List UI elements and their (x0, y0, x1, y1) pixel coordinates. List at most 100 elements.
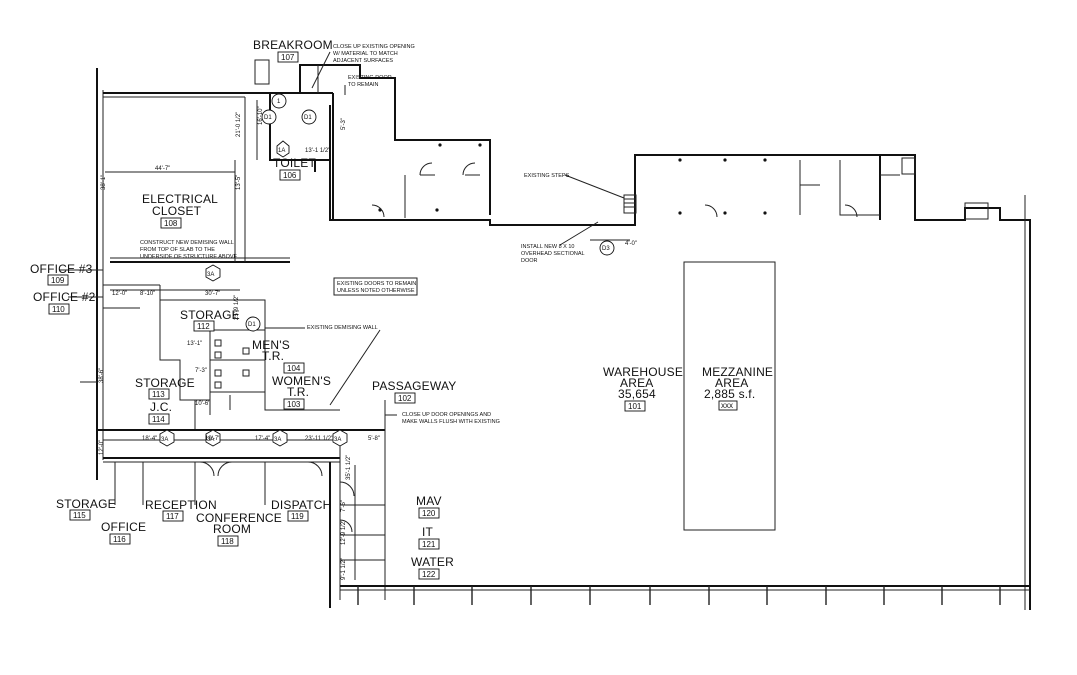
room-jc: J.C. 114 (148, 400, 172, 425)
room-number: 112 (197, 322, 210, 331)
room-area: 35,654 (618, 387, 656, 401)
svg-text:UNDERSIDE OF STRUCTURE ABOVE: UNDERSIDE OF STRUCTURE ABOVE (140, 254, 238, 260)
svg-text:MAKE WALLS FLUSH WITH EXISTING: MAKE WALLS FLUSH WITH EXISTING (402, 419, 500, 425)
svg-text:44'-7": 44'-7" (155, 166, 170, 172)
svg-text:13'-1 1/2": 13'-1 1/2" (305, 148, 330, 154)
svg-text:EXISTING DOORS TO REMAIN: EXISTING DOORS TO REMAIN (337, 281, 416, 287)
room-number: 121 (422, 540, 436, 549)
column-grid (357, 586, 1001, 605)
room-passageway: PASSAGEWAY 102 (372, 379, 456, 404)
room-label: IT (422, 525, 434, 539)
room-number: 110 (52, 305, 65, 314)
room-conference: CONFERENCE ROOM 118 (196, 511, 282, 547)
room-storage-115: STORAGE 115 (56, 497, 116, 521)
door-swings (199, 162, 858, 533)
room-office-3: OFFICE #3 109 (30, 262, 93, 286)
note-new-demising-wall: CONSTRUCT NEW DEMISING WALL FROM TOP OF … (140, 240, 238, 260)
room-label: J.C. (150, 400, 172, 414)
tag-1: 1 (271, 93, 287, 109)
tag-3a-4: 3A (332, 429, 348, 447)
room-number: 108 (164, 219, 178, 228)
note-overhead-door: INSTALL NEW 8 X 10 OVERHEAD SECTIONAL DO… (521, 244, 585, 264)
note-existing-door: EXISTING DOOR TO REMAIN (348, 75, 392, 88)
room-label-2: CLOSET (152, 204, 202, 218)
svg-text:CONSTRUCT NEW DEMISING WALL: CONSTRUCT NEW DEMISING WALL (140, 240, 234, 246)
walls (96, 59, 1031, 610)
column-dots (378, 143, 767, 215)
room-label-2: AREA (620, 376, 653, 390)
room-number: 119 (291, 512, 304, 521)
svg-text:23'-11 1/2": 23'-11 1/2" (305, 436, 333, 442)
room-mav: MAV 120 (416, 494, 442, 519)
room-number: 102 (398, 394, 412, 403)
mezzanine-outline (683, 261, 776, 531)
room-number: 115 (73, 511, 86, 520)
tag-3a-2: 3A (205, 429, 221, 447)
svg-text:9'-1 1/2": 9'-1 1/2" (341, 558, 347, 580)
room-number: 106 (283, 171, 297, 180)
room-mezzanine: MEZZANINE AREA 2,885 s.f. xxx (702, 365, 773, 411)
room-label: ELECTRICAL (142, 192, 218, 206)
svg-text:7'-3": 7'-3" (195, 368, 207, 374)
room-label: BREAKROOM (253, 38, 333, 52)
room-number: 103 (287, 400, 301, 409)
svg-text:1A: 1A (278, 148, 285, 154)
room-number: 101 (628, 402, 642, 411)
svg-text:D1: D1 (248, 322, 256, 328)
svg-text:3A: 3A (161, 437, 168, 443)
room-electrical-closet: ELECTRICAL CLOSET 108 (142, 192, 218, 229)
svg-text:10'-6": 10'-6" (195, 401, 210, 407)
room-warehouse: WAREHOUSE AREA 35,654 101 (603, 365, 683, 412)
svg-text:4'-0": 4'-0" (625, 241, 637, 247)
svg-text:UNLESS NOTED OTHERWISE: UNLESS NOTED OTHERWISE (337, 288, 415, 294)
room-womens-tr: WOMEN'S T.R. 103 (272, 374, 331, 410)
note-doors-to-remain: EXISTING DOORS TO REMAIN UNLESS NOTED OT… (333, 277, 418, 296)
room-number: 122 (422, 570, 436, 579)
svg-text:CLOSE UP EXISTING OPENING: CLOSE UP EXISTING OPENING (333, 44, 415, 50)
svg-text:1: 1 (277, 99, 281, 105)
room-label: MAV (416, 494, 442, 508)
tag-d1-b: D1 (301, 109, 317, 125)
svg-text:D3: D3 (602, 246, 610, 252)
note-close-up-opening: CLOSE UP EXISTING OPENING W/ MATERIAL TO… (333, 44, 415, 64)
room-number: xxx (721, 401, 733, 410)
room-label: WAREHOUSE (603, 365, 683, 379)
room-number: 120 (422, 509, 436, 518)
svg-text:5'-3": 5'-3" (341, 118, 347, 130)
svg-text:EXISTING STEPS: EXISTING STEPS (524, 173, 570, 179)
svg-text:25'-9 1/2": 25'-9 1/2" (234, 295, 240, 320)
svg-text:17'-4": 17'-4" (255, 436, 270, 442)
svg-text:21'-0 1/2": 21'-0 1/2" (236, 112, 242, 137)
room-toilet: TOILET 106 (273, 156, 316, 181)
room-label: WOMEN'S (272, 374, 331, 388)
tag-3a-3: 3A (272, 429, 288, 447)
svg-text:ADJACENT SURFACES: ADJACENT SURFACES (333, 58, 393, 64)
svg-text:FROM TOP OF SLAB TO THE: FROM TOP OF SLAB TO THE (140, 247, 215, 253)
room-storage-112: STORAGE 112 (180, 308, 240, 332)
room-label: WATER (411, 555, 454, 569)
note-existing-demising-wall: EXISTING DEMISING WALL (307, 325, 378, 331)
svg-text:30'-7": 30'-7" (205, 291, 220, 297)
dimension-lines (103, 100, 630, 580)
svg-text:12'-9 1/2": 12'-9 1/2" (341, 520, 347, 545)
room-number: 114 (152, 415, 165, 424)
tag-3a-1: 3A (159, 429, 175, 447)
room-label: STORAGE (135, 376, 195, 390)
svg-text:W/ MATERIAL TO MATCH: W/ MATERIAL TO MATCH (333, 51, 398, 57)
room-label: CONFERENCE (196, 511, 282, 525)
svg-text:3A: 3A (207, 272, 214, 278)
room-number: 107 (281, 53, 295, 62)
room-label: OFFICE #3 (30, 262, 93, 276)
svg-text:D1: D1 (264, 115, 272, 121)
svg-text:5'-8": 5'-8" (368, 436, 380, 442)
room-label: STORAGE (56, 497, 116, 511)
room-label: MEZZANINE (702, 365, 773, 379)
room-water: WATER 122 (411, 555, 454, 580)
room-label: TOILET (273, 156, 316, 170)
svg-text:3A: 3A (334, 437, 341, 443)
room-it: IT 121 (418, 525, 440, 550)
svg-text:19'-7": 19'-7" (205, 436, 220, 442)
room-dispatch: DISPATCH 119 (271, 498, 331, 522)
svg-text:12'-0": 12'-0" (112, 291, 127, 297)
